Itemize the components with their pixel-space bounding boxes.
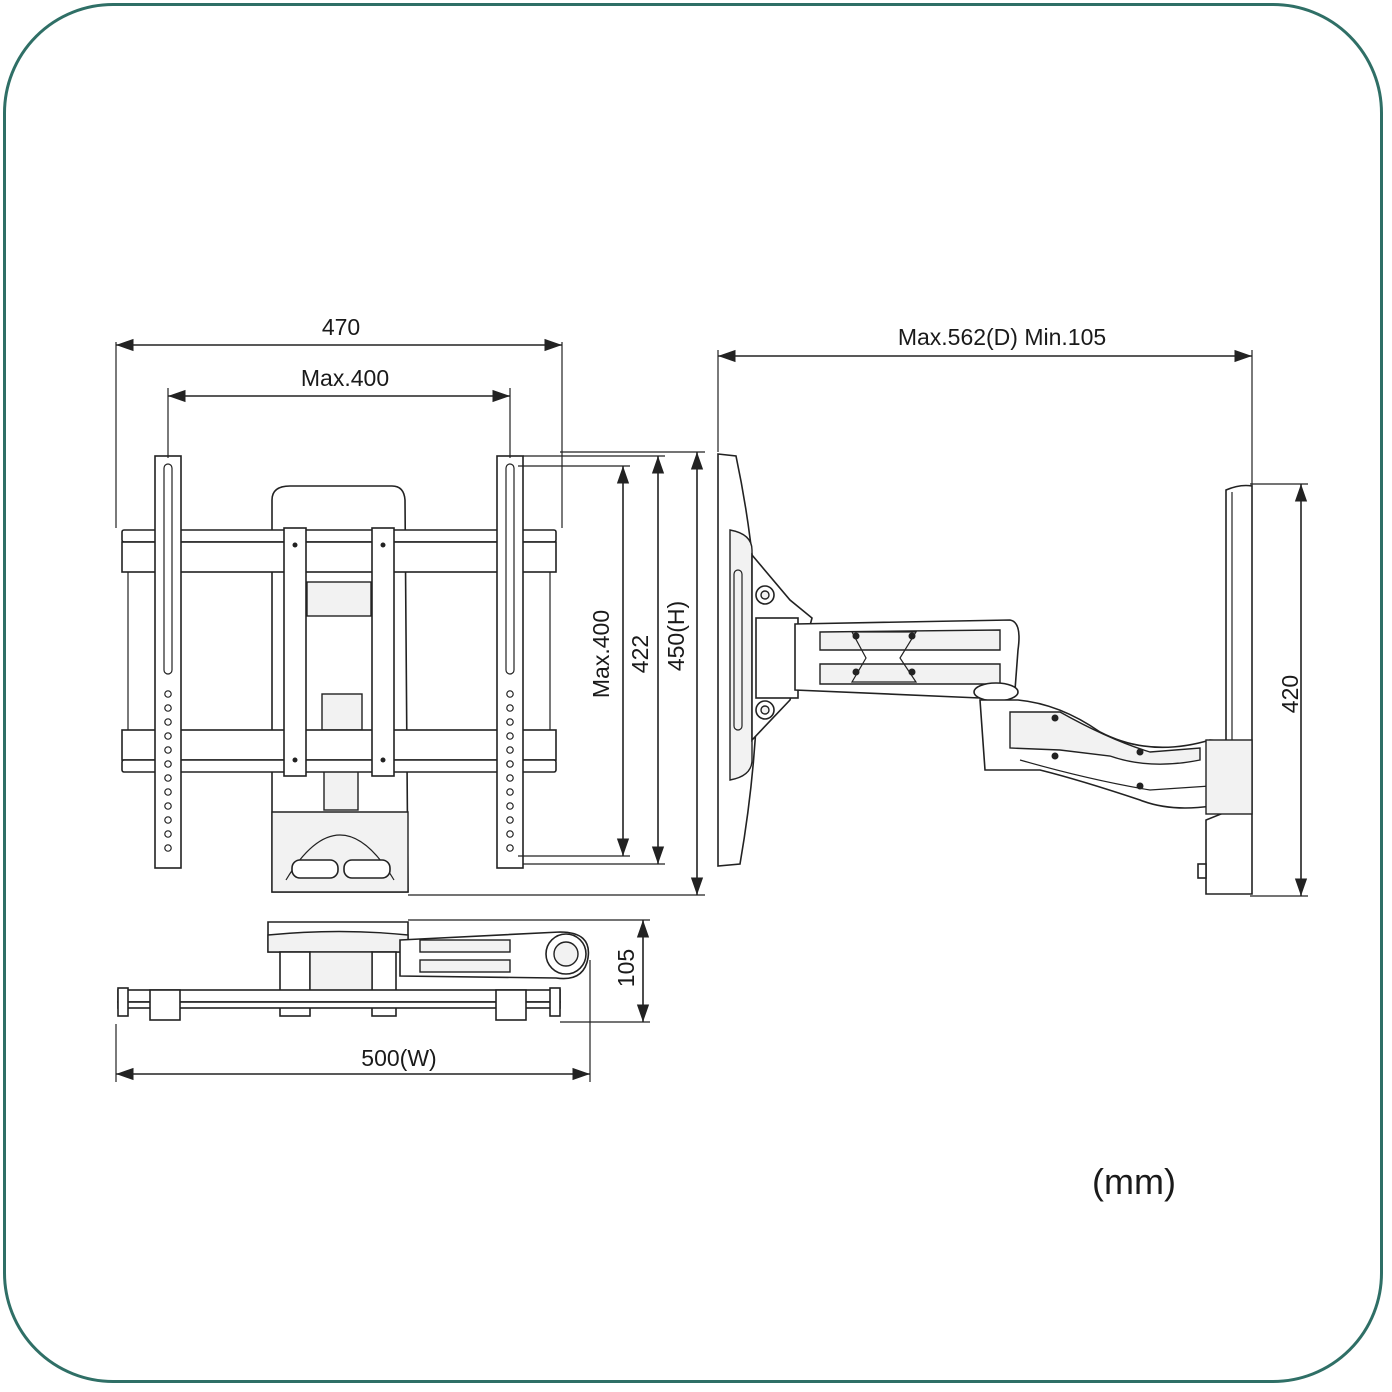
dim-front-width: 470 [322, 314, 360, 340]
dim-top-width: 500(W) [361, 1045, 436, 1071]
side-view: Max.562(D) Min.105 420 [717, 324, 1308, 897]
front-view: 470 Max.400 Max.400 422 450(H) [115, 314, 705, 896]
dim-front-vesa-width: Max.400 [301, 365, 389, 391]
dim-front-vesa-height: Max.400 [588, 610, 614, 698]
dim-front-height-450: 450(H) [663, 601, 689, 671]
dim-front-height-422: 422 [627, 635, 653, 673]
dim-side-depth: Max.562(D) Min.105 [898, 324, 1106, 350]
dim-side-height: 420 [1277, 675, 1303, 713]
unit-label: (mm) [1092, 1161, 1176, 1202]
dim-top-depth: 105 [613, 949, 639, 987]
top-view: 105 500(W) [115, 919, 650, 1082]
